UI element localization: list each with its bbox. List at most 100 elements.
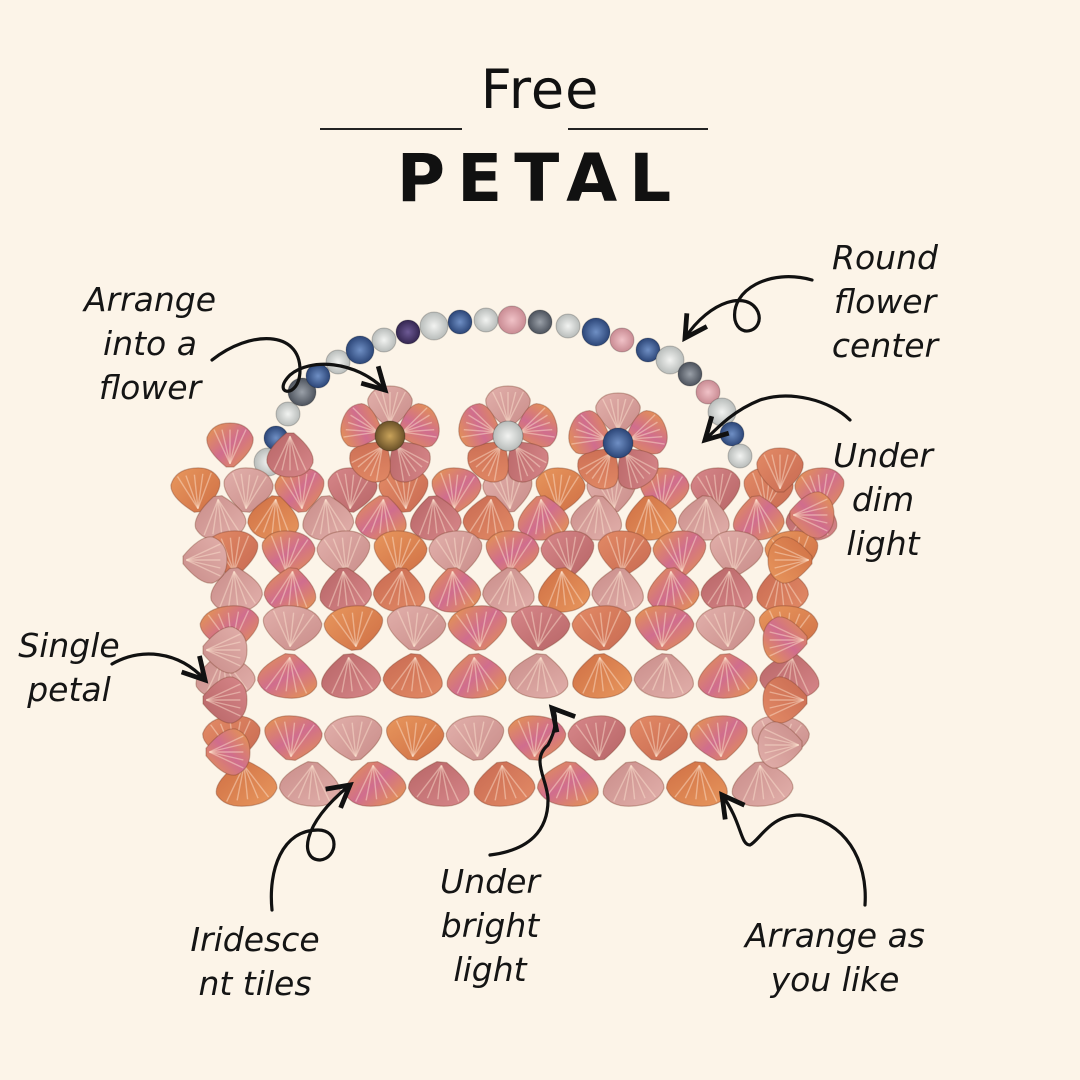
petal-tile [264,715,323,761]
bead [497,305,527,335]
bead [447,309,473,335]
page-title: PETAL [396,140,684,217]
petal-tile [789,491,835,539]
flower-petal [568,409,611,455]
petal-tile [205,728,251,776]
bead [655,345,685,375]
petal-tile [571,605,632,651]
petal-tile [757,721,803,769]
petal-tile [572,653,633,699]
bead [305,363,331,389]
petal-tile [591,567,644,613]
petal-tile [344,760,407,807]
petal-tile [385,715,445,761]
petal-tile [316,530,371,576]
petal-tile [446,653,507,699]
petal-tile [263,567,317,613]
bead [609,327,635,353]
flower-petal [625,409,668,455]
arrow-arrange-flower [210,337,385,392]
petal-tile [536,760,599,807]
petal-tile [767,536,813,584]
petal-tile [182,536,228,584]
bead [345,335,375,365]
petal-tile [629,715,689,761]
flower-petal [617,448,659,490]
flower-center-bead [492,420,524,452]
petal-tile [537,567,591,613]
petal-tile [170,467,221,513]
petal-tile [731,760,794,807]
petal-tile [762,616,808,664]
petal-tile [206,422,254,468]
petal-tile [373,530,428,576]
flower-petal [397,402,440,448]
petal-tile [382,653,443,699]
petal-grid [170,422,845,807]
flower-tiles [340,385,668,490]
petal-tile [697,653,758,699]
arrow-single-petal [110,652,205,680]
petal-tile [756,447,804,493]
callout-arrange-into-flower: Arrange into a flower [83,280,217,407]
petal-tile [510,605,571,651]
callout-round-flower-center: Round flower center [831,238,939,365]
heading-rule-right [568,128,708,130]
flower-petal [458,402,501,448]
bead [719,421,745,447]
petal-tile [485,530,540,576]
petal-tile [447,605,508,651]
heading-rule-left [320,128,462,130]
petal-tile [323,605,384,651]
callout-arrange-as-you-like: Arrange as you like [744,916,925,999]
bead [695,379,721,405]
bead [473,307,499,333]
petal-tile [428,567,482,613]
flower-petal [595,392,641,434]
petal-tile [257,653,318,699]
flower-petal [507,441,549,483]
petal-tile [508,653,569,699]
petal-tile [320,653,382,699]
petal-tile [633,653,695,699]
bead [371,327,397,353]
petal-tile [202,676,248,724]
petal-tile [462,495,515,541]
petal-tile [677,495,730,541]
bead [395,319,421,345]
petal-tile [652,530,707,576]
petal-tile [517,495,570,541]
petal-tile [386,605,447,651]
flower-petal [577,448,619,490]
petal-tile [732,495,785,541]
petal-tile [247,495,300,541]
petal-tile [223,467,274,513]
petal-tile [194,495,247,541]
bead [635,337,661,363]
flower-center-bead [602,427,634,459]
petal-tile [695,605,756,651]
petal-tile [625,495,678,541]
petal-tile [540,530,595,576]
flower-petal [467,441,509,483]
arrow-under-dim [705,394,852,440]
petal-tile [634,605,695,651]
petal-tile [689,715,748,761]
petal-tile [261,530,316,576]
petal-tile [409,495,462,541]
petal-tile [445,715,505,761]
arrow-under-bright [488,708,555,857]
petal-tile [567,715,627,761]
petal-tile [665,760,728,807]
petal-tile [570,495,623,541]
bead [275,401,301,427]
petal-tile [507,715,567,761]
flower-tile-group [340,385,440,483]
bead [527,309,553,335]
free-heading: Free [480,58,600,121]
flower-petal [367,385,413,427]
arrow-iridescent [269,785,350,912]
petal-tile [323,715,383,761]
